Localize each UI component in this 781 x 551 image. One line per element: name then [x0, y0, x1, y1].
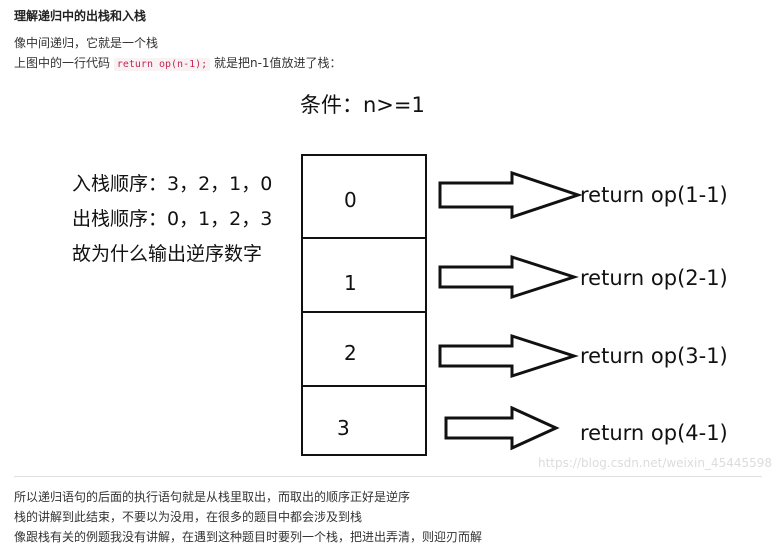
intro-line-1: 像中间递归，它就是一个栈: [14, 36, 159, 50]
intro-line-2-prefix: 上图中的一行代码: [14, 56, 111, 70]
note-push-order: 入栈顺序：3，2，1，0: [72, 173, 272, 195]
watermark: https://blog.csdn.net/weixin_45445598: [538, 456, 773, 470]
return-label: return op(1-1): [580, 183, 728, 207]
outro-line-3: 像跟栈有关的例题我没有讲解，在遇到这种题目时要列一个栈，把进出弄清，则迎刃而解: [14, 530, 483, 544]
inline-code: return op(n-1);: [113, 58, 211, 71]
note-pop-order: 出栈顺序：0，1，2，3: [72, 208, 272, 230]
intro-line-2: 上图中的一行代码 return op(n-1); 就是把n-1值放进了栈：: [14, 54, 342, 71]
right-arrow-icon: [438, 333, 579, 379]
right-arrow-icon: [438, 254, 579, 300]
return-label: return op(3-1): [580, 344, 728, 368]
outro-line-1: 所以递归语句的后面的执行语句就是从栈里取出，而取出的顺序正好是逆序: [14, 490, 411, 504]
condition-text: 条件：n>=1: [300, 93, 425, 117]
return-label: return op(2-1): [580, 266, 728, 290]
right-arrow-icon: [438, 170, 583, 220]
return-label: return op(4-1): [580, 421, 728, 445]
intro-line-2-suffix: 就是把n-1值放进了栈：: [213, 56, 342, 70]
stack-cell-value: 0: [344, 188, 357, 212]
divider: [14, 476, 762, 477]
stack-cell-value: 1: [344, 271, 357, 295]
stack-cell-value: 3: [337, 416, 350, 440]
outro-line-2: 栈的讲解到此结束，不要以为没用，在很多的题目中都会涉及到栈: [14, 510, 363, 524]
section-heading: 理解递归中的出栈和入栈: [14, 9, 147, 23]
stack-outline: [301, 154, 427, 456]
stack-box: [301, 154, 427, 456]
stack-cell-value: 2: [344, 341, 357, 365]
note-reason: 故为什么输出逆序数字: [72, 243, 262, 265]
right-arrow-icon: [444, 405, 560, 451]
